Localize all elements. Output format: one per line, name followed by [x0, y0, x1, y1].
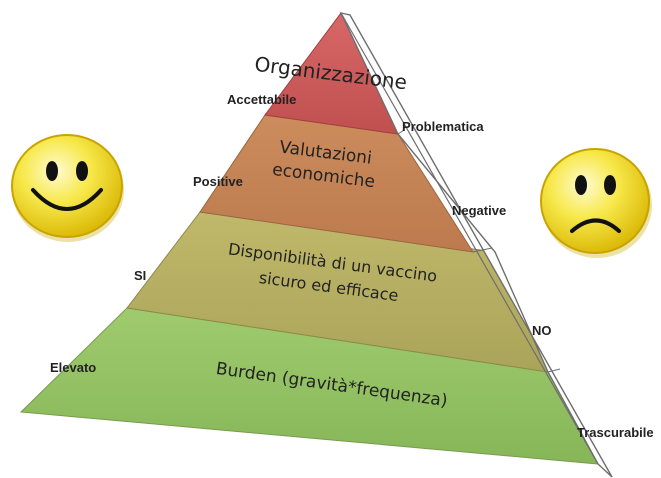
pyramid-side [339, 12, 613, 478]
pyramid-front [19, 12, 599, 465]
left-label-third: SI [134, 268, 146, 283]
left-label-second: Positive [193, 174, 243, 189]
side-face [339, 12, 613, 478]
sad-face-icon [540, 148, 652, 258]
right-label-second: Negative [452, 203, 506, 218]
right-label-bottom: Trascurabile [577, 425, 654, 440]
right-labels: Problematica Negative NO Trascurabile [402, 119, 654, 440]
right-label-third: NO [532, 323, 552, 338]
side-edge [340, 12, 599, 465]
left-labels: Accettabile Positive SI Elevato [50, 92, 296, 375]
left-label-top: Accettabile [227, 92, 296, 107]
side-divider-3 [547, 368, 561, 373]
side-divider-1 [397, 129, 405, 135]
left-label-bottom: Elevato [50, 360, 96, 375]
happy-face-icon [11, 134, 124, 242]
right-label-top: Problematica [402, 119, 484, 134]
